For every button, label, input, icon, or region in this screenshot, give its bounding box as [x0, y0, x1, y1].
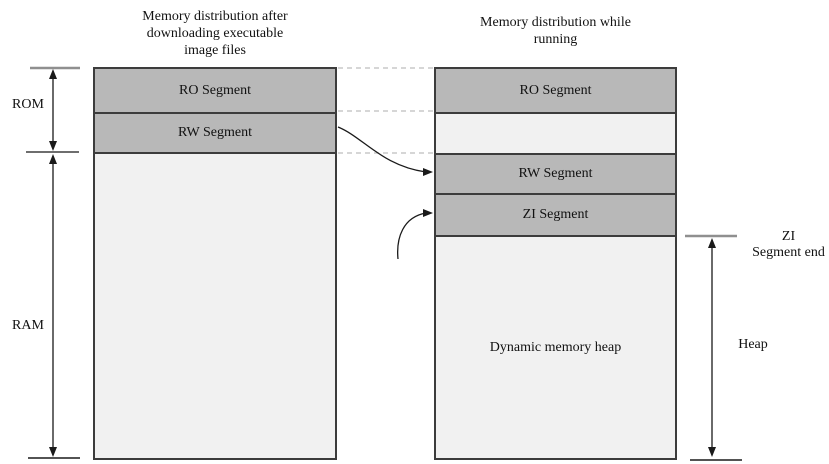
- rom-extent-arrow: [49, 69, 57, 151]
- memory-box-running: RO Segment RW Segment ZI Segment Dynamic…: [434, 67, 677, 460]
- zi-create-arrow: [397, 209, 433, 260]
- segment-label: RO Segment: [519, 82, 592, 98]
- zi-segment-end-label: ZI Segment end: [752, 229, 825, 260]
- memory-box-downloaded: RO Segment RW Segment: [93, 67, 337, 460]
- heap-label: Heap: [738, 337, 768, 352]
- dashed-guide-lines: [338, 67, 433, 154]
- segment-rw-running: RW Segment: [436, 153, 675, 195]
- segment-empty-ram: [95, 154, 335, 458]
- rom-label: ROM: [12, 97, 44, 112]
- heap-extent-arrow: [708, 238, 716, 457]
- segment-label: RW Segment: [518, 166, 593, 181]
- segment-dynamic-heap: Dynamic memory heap: [436, 237, 675, 458]
- segment-label: Dynamic memory heap: [489, 339, 622, 355]
- left-column-title: Memory distribution after downloading ex…: [142, 9, 288, 58]
- segment-label: ZI Segment: [522, 207, 589, 222]
- ram-extent-arrow: [49, 154, 57, 457]
- segment-ro-downloaded: RO Segment: [95, 69, 335, 114]
- segment-rw-downloaded: RW Segment: [95, 114, 335, 154]
- segment-label: RO Segment: [179, 82, 251, 98]
- ram-label: RAM: [12, 318, 44, 333]
- right-column-title: Memory distribution while running: [480, 15, 631, 47]
- segment-ro-running: RO Segment: [436, 69, 675, 114]
- segment-label: RW Segment: [177, 125, 253, 140]
- segment-zi-running: ZI Segment: [436, 195, 675, 237]
- rw-copy-arrow: [337, 126, 433, 176]
- segment-gap: [436, 114, 675, 153]
